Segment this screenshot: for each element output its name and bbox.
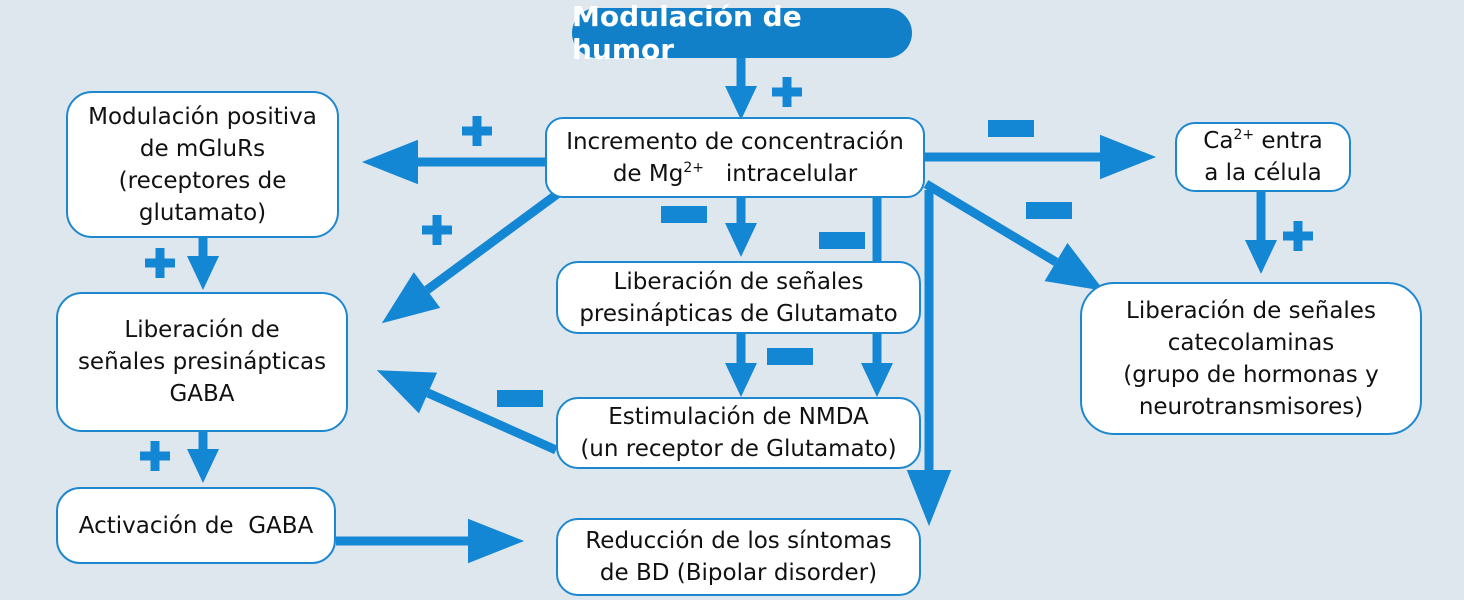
- node-gaba-release: Liberación de señales presinápticas GABA: [56, 292, 348, 432]
- node-reduction: Reducción de los síntomas de BD (Bipolar…: [556, 518, 921, 596]
- plus-sign: [772, 77, 802, 107]
- minus-sign: [1026, 202, 1072, 219]
- minus-sign: [819, 232, 865, 249]
- node-gaba-activation-line1: Activación de GABA: [78, 512, 314, 539]
- arrow-mg-to-catecholamines: [923, 180, 1105, 291]
- node-glutamate-release-line1: Liberación de señales: [613, 268, 864, 295]
- minus-sign: [988, 120, 1034, 137]
- plus-sign: [145, 248, 175, 278]
- node-gaba-release-line2: señales presinápticas: [77, 349, 327, 375]
- minus-sign: [497, 390, 543, 407]
- node-catecholamines-line3: (grupo de hormonas y: [1123, 361, 1379, 388]
- node-reduction-line2: de BD (Bipolar disorder): [599, 560, 878, 586]
- node-ca-line2: a la célula: [1204, 160, 1322, 186]
- node-nmda: Estimulación de NMDA (un receptor de Glu…: [556, 397, 921, 469]
- node-mg-increase: Incremento de concentración de Mg2+ intr…: [545, 117, 925, 198]
- node-gaba-release-line3: GABA: [169, 381, 235, 407]
- node-mglurs-line3: (receptores de: [118, 167, 287, 194]
- node-nmda-line2: (un receptor de Glutamato): [580, 436, 897, 462]
- arrow-nmda-to-gaba-release: [376, 370, 558, 455]
- node-mglurs: Modulación positiva de mGluRs (receptore…: [66, 91, 339, 238]
- node-ca-entry: Ca2+ entra a la célula: [1175, 122, 1351, 192]
- plus-sign: [462, 116, 492, 146]
- minus-sign: [661, 206, 707, 223]
- plus-sign: [422, 215, 452, 245]
- minus-sign: [767, 348, 813, 365]
- node-catecholamines-line4: neurotransmisores): [1138, 393, 1364, 420]
- node-glutamate-release-line2: presinápticas de Glutamato: [579, 300, 898, 327]
- node-catecholamines: Liberación de señales catecolaminas (gru…: [1080, 282, 1422, 435]
- node-gaba-activation: Activación de GABA: [56, 487, 336, 564]
- arrow-mg-to-gaba-release: [381, 188, 563, 324]
- node-mg-line2: de Mg2+ intracelular: [612, 159, 858, 187]
- node-reduction-line1: Reducción de los síntomas: [585, 528, 892, 554]
- plus-sign: [140, 441, 170, 471]
- node-catecholamines-line1: Liberación de señales: [1126, 297, 1376, 324]
- node-glutamate-release: Liberación de señales presinápticas de G…: [556, 261, 921, 334]
- node-mglurs-line4: glutamato): [138, 199, 267, 226]
- diagram-title: Modulación de humor: [572, 0, 912, 66]
- node-nmda-line1: Estimulación de NMDA: [608, 404, 869, 430]
- node-mglurs-line1: Modulación positiva: [88, 103, 317, 130]
- node-mg-line1: Incremento de concentración: [566, 128, 904, 155]
- plus-sign: [1283, 221, 1313, 251]
- node-catecholamines-line2: catecolaminas: [1167, 329, 1335, 356]
- node-ca-line1: Ca2+ entra: [1203, 127, 1323, 154]
- node-mglurs-line2: de mGluRs: [139, 135, 266, 162]
- node-gaba-release-line1: Liberación de: [124, 317, 280, 343]
